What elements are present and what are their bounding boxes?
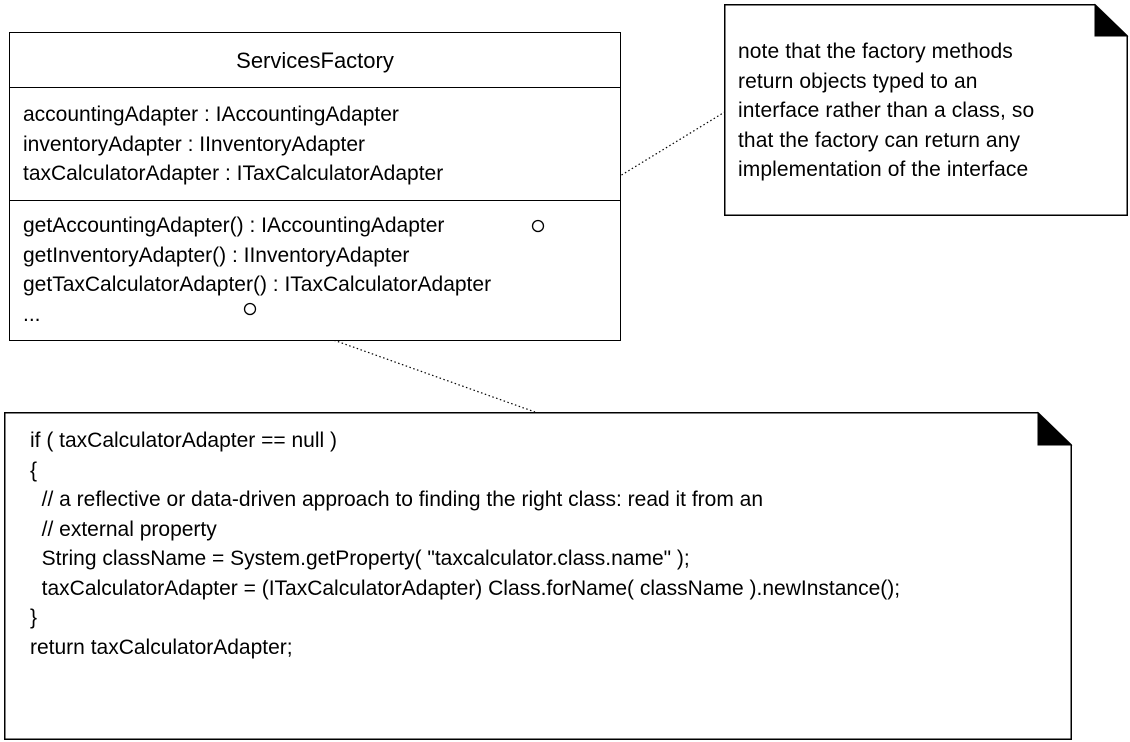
- attribute: taxCalculatorAdapter : ITaxCalculatorAda…: [23, 162, 444, 185]
- note-corner-fold: [1037, 411, 1073, 446]
- code-note: if ( taxCalculatorAdapter == null ) { //…: [4, 411, 1073, 740]
- note-outline: [4, 411, 1073, 740]
- code-line: }: [30, 606, 38, 629]
- note-line: implementation of the interface: [738, 158, 1029, 181]
- method: getAccountingAdapter() : IAccountingAdap…: [23, 214, 445, 237]
- code-line: return taxCalculatorAdapter;: [30, 635, 293, 659]
- code-line: {: [30, 458, 38, 482]
- note-line: note that the factory methods: [738, 40, 1013, 63]
- code-line: taxCalculatorAdapter = (ITaxCalculatorAd…: [30, 576, 901, 600]
- note-text: note that the factory methods return obj…: [738, 37, 1034, 185]
- class-name: ServicesFactory: [10, 33, 620, 88]
- note-outline: [724, 3, 1129, 216]
- class-methods: getAccountingAdapter() : IAccountingAdap…: [10, 201, 620, 329]
- method: getInventoryAdapter() : IInventoryAdapte…: [23, 243, 410, 267]
- code-line: String className = System.getProperty( "…: [30, 547, 690, 570]
- method: getTaxCalculatorAdapter() : ITaxCalculat…: [23, 273, 492, 296]
- attribute: inventoryAdapter : IInventoryAdapter: [23, 132, 366, 156]
- code-text: if ( taxCalculatorAdapter == null ) { //…: [30, 426, 900, 662]
- services-factory-class: ServicesFactory accountingAdapter : IAcc…: [9, 32, 621, 341]
- anchor-circle: [531, 219, 545, 233]
- note-line: return objects typed to an: [738, 69, 978, 93]
- connector-code-note: [254, 311, 536, 413]
- code-line: // a reflective or data-driven approach …: [30, 488, 764, 511]
- note-line: interface rather than a class, so: [738, 99, 1035, 122]
- anchor-circle: [243, 302, 257, 316]
- code-line: // external property: [30, 517, 217, 541]
- class-attributes: accountingAdapter : IAccountingAdapter i…: [10, 88, 620, 201]
- note-corner-fold: [1094, 3, 1129, 37]
- code-line: if ( taxCalculatorAdapter == null ): [30, 429, 337, 452]
- attribute: accountingAdapter : IAccountingAdapter: [23, 103, 399, 126]
- method-ellipsis: ...: [23, 302, 41, 326]
- note-line: that the factory can return any: [738, 128, 1021, 152]
- interface-note: note that the factory methods return obj…: [724, 3, 1129, 216]
